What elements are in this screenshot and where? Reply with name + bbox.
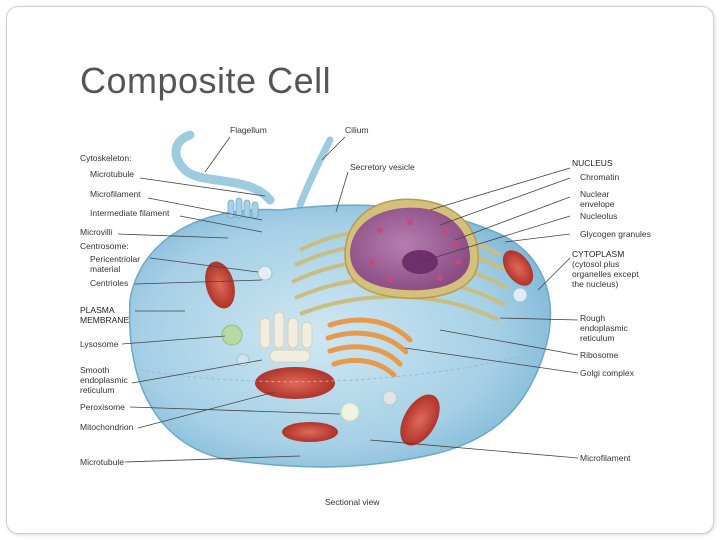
label-rough-er-3: reticulum (580, 333, 614, 343)
label-secretory-vesicle: Secretory vesicle (350, 162, 415, 172)
label-sectional-view: Sectional view (325, 497, 380, 507)
label-cytoplasm-4: the nucleus) (572, 279, 618, 289)
label-smooth-er-3: reticulum (80, 385, 114, 395)
label-mitochondrion: Mitochondrion (80, 422, 134, 432)
label-pericentriolar-2: material (90, 264, 120, 274)
label-nucleus: NUCLEUS (572, 158, 613, 168)
cilium-shape (300, 140, 330, 205)
label-rough-er-2: endoplasmic (580, 323, 628, 333)
label-microfilament-top: Microfilament (90, 189, 141, 199)
label-nucleolus: Nucleolus (580, 211, 617, 221)
label-smooth-er-1: Smooth (80, 365, 110, 375)
label-pericentriolar-1: Pericentriolar (90, 254, 140, 264)
label-flagellum: Flagellum (230, 125, 267, 135)
label-glycogen-granules: Glycogen granules (580, 229, 651, 239)
label-cytoplasm-3: organelles except (572, 269, 639, 279)
label-intermediate-filament: Intermediate filament (90, 208, 170, 218)
label-smooth-er-2: endoplasmic (80, 375, 128, 385)
label-microvilli: Microvilli (80, 227, 113, 237)
nucleus-shape (345, 199, 478, 298)
label-microfilament-bottom: Microfilament (580, 453, 631, 463)
label-lysosome: Lysosome (80, 339, 119, 349)
label-microtubule-top: Microtubule (90, 169, 134, 179)
label-cytoplasm-1: CYTOPLASM (572, 249, 624, 259)
label-golgi-complex: Golgi complex (580, 368, 635, 378)
label-nuclear-envelope-2: envelope (580, 199, 615, 209)
label-cilium: Cilium (345, 125, 369, 135)
label-cytoskeleton: Cytoskeleton: (80, 153, 132, 163)
label-plasma-membrane-1: PLASMA (80, 305, 115, 315)
label-cytoplasm-2: (cytosol plus (572, 259, 619, 269)
label-microtubule-bottom: Microtubule (80, 457, 124, 467)
label-ribosome: Ribosome (580, 350, 619, 360)
label-chromatin: Chromatin (580, 172, 619, 182)
label-nuclear-envelope-1: Nuclear (580, 189, 609, 199)
label-centrioles: Centrioles (90, 278, 128, 288)
label-peroxisome: Peroxisome (80, 402, 125, 412)
label-plasma-membrane-2: MEMBRANE (80, 315, 129, 325)
label-rough-er-1: Rough (580, 313, 605, 323)
label-centrosome: Centrosome: (80, 241, 129, 251)
